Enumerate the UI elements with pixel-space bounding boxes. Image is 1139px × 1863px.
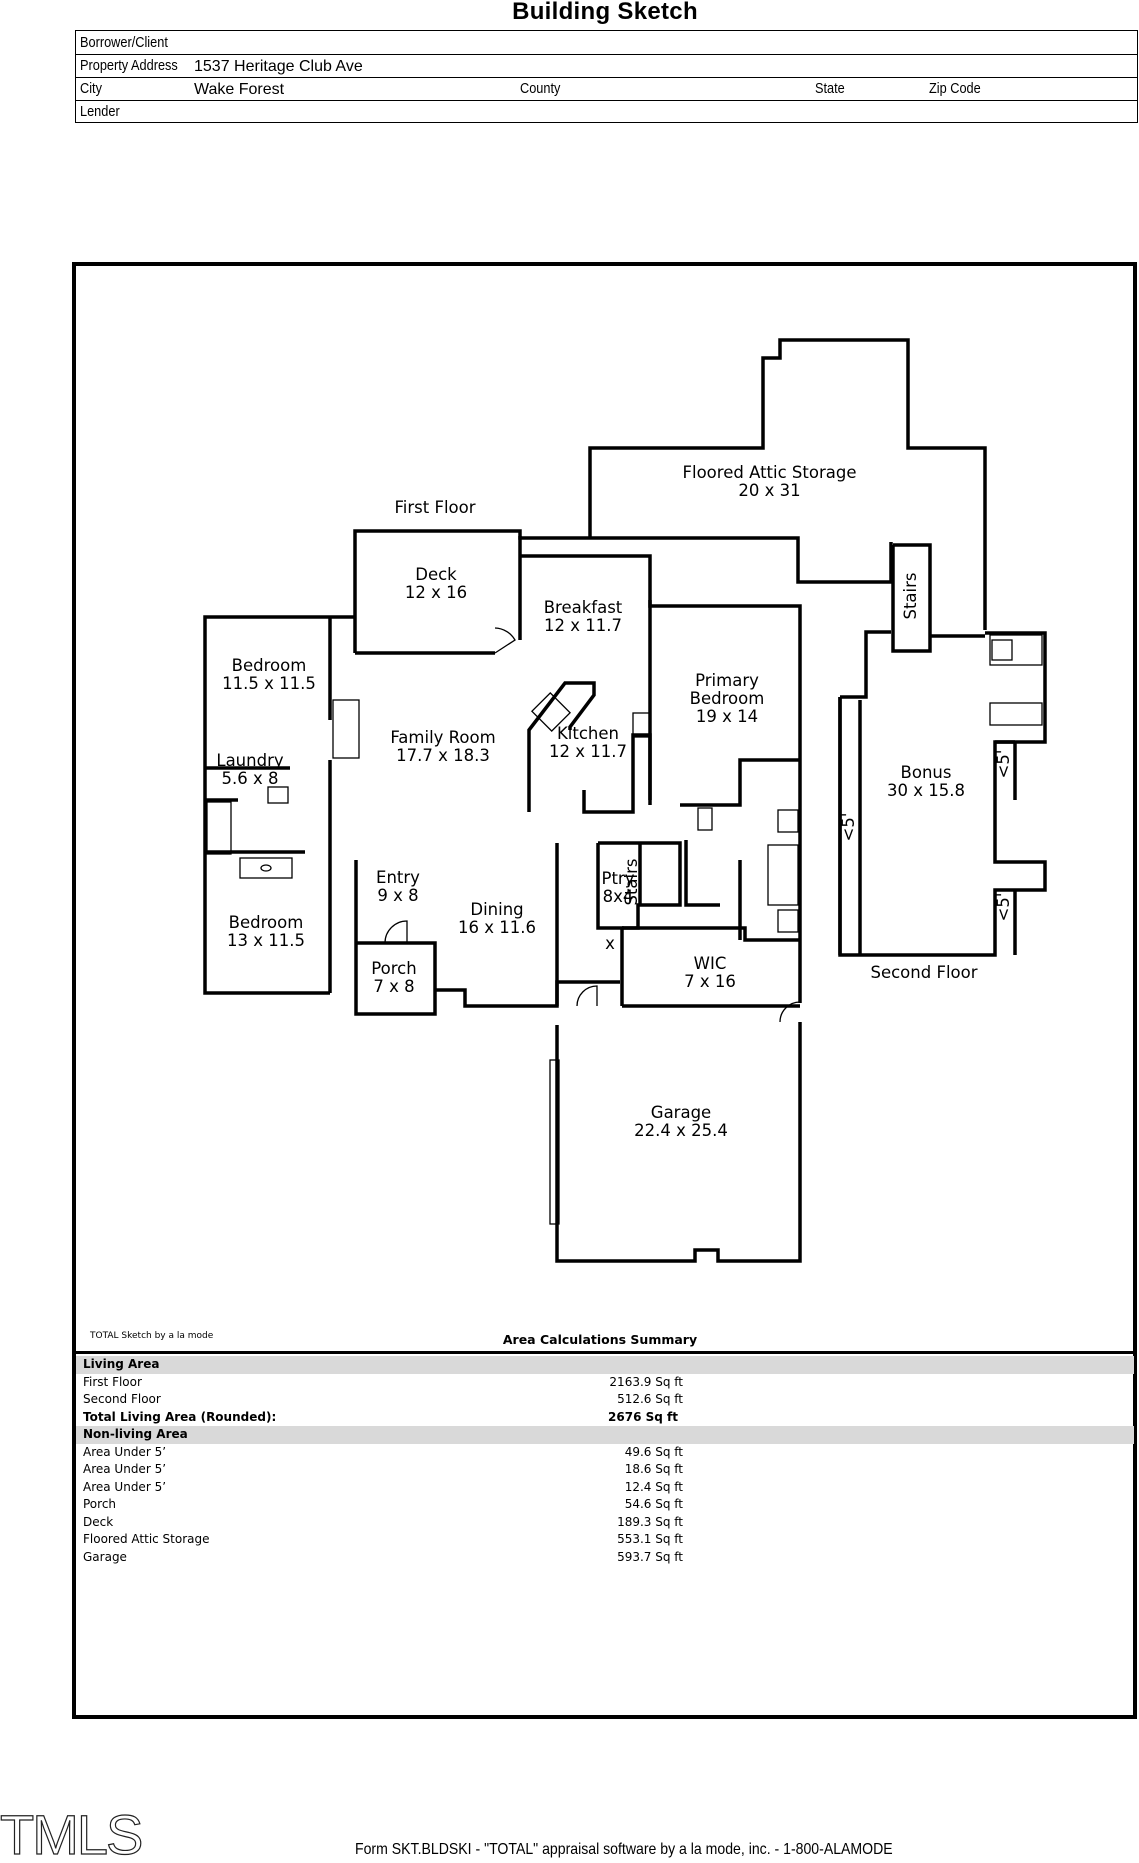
address-value: 1537 Heritage Club Ave xyxy=(194,58,363,75)
porch-door xyxy=(384,920,408,944)
attic-lower-edge xyxy=(518,536,590,540)
pantry-x-label: x xyxy=(605,934,615,953)
primary-bath-inner xyxy=(684,840,720,907)
city-value: Wake Forest xyxy=(194,81,285,98)
under5-label-right-bottom: <5' xyxy=(994,892,1013,922)
calc-divider xyxy=(76,1351,1134,1354)
county-label: County xyxy=(520,80,561,97)
upper-bath xyxy=(989,634,1043,666)
stairs-upper xyxy=(891,543,932,653)
attic-right-step xyxy=(590,536,893,584)
calc-row-under5-c: Area Under 5’12.4 Sq ft xyxy=(83,1479,683,1494)
fireplace xyxy=(332,699,360,759)
left-bath-tub xyxy=(206,801,232,855)
calc-row-under5-b: Area Under 5’18.6 Sq ft xyxy=(83,1462,683,1476)
bonus-top-wall xyxy=(840,630,891,699)
state-label: State xyxy=(815,80,845,97)
stairs-label-second: Stairs xyxy=(901,572,920,620)
primary-toilet xyxy=(697,807,713,831)
kitchen-stove xyxy=(530,691,572,733)
second-floor-outline xyxy=(838,631,1047,957)
porch-outline xyxy=(354,941,437,1016)
garage-outline xyxy=(555,1022,802,1263)
property-header-table: Borrower/Client Property Address 1537 He… xyxy=(75,30,1138,123)
page-title: Building Sketch xyxy=(512,0,698,25)
garage-side-door xyxy=(779,1001,801,1023)
lender-row: Lender xyxy=(76,100,1137,123)
city-label: City xyxy=(80,80,102,97)
city-row: City Wake Forest County State Zip Code xyxy=(76,77,1137,101)
primary-sink-2 xyxy=(777,909,799,933)
form-footer: Form SKT.BLDSKI - "TOTAL" appraisal soft… xyxy=(355,1841,893,1858)
front-wall xyxy=(435,980,620,1008)
borrower-row: Borrower/Client xyxy=(76,31,1137,55)
borrower-label: Borrower/Client xyxy=(80,34,168,51)
garage-entry-door xyxy=(576,985,598,1007)
wic-wall xyxy=(622,926,800,942)
primary-bath-wall xyxy=(680,758,800,807)
deck-outline xyxy=(353,529,522,653)
kitchen-counter xyxy=(527,681,596,812)
sketch-frame xyxy=(72,262,1137,1719)
calc-row-under5-a: Area Under 5’49.6 Sq ft xyxy=(83,1444,683,1459)
address-row: Property Address 1537 Heritage Club Ave xyxy=(76,54,1137,78)
zip-label: Zip Code xyxy=(929,80,981,97)
calc-row-non-living: Non-living Area xyxy=(76,1426,1134,1444)
left-wing-wall xyxy=(203,615,355,995)
under5-label-right-top: <5' xyxy=(994,749,1013,779)
calc-row-living-area: Living Area xyxy=(76,1356,1134,1374)
primary-sink-1 xyxy=(777,809,799,833)
calc-row-total-living: Total Living Area (Rounded):2676 Sq ft xyxy=(83,1409,678,1424)
garage-overhead-door xyxy=(549,1059,560,1225)
left-bath-sink xyxy=(239,857,293,879)
software-note: TOTAL Sketch by a la mode xyxy=(90,1331,214,1341)
first-floor-label: First Floor xyxy=(394,498,476,517)
upper-sink xyxy=(991,639,1013,661)
calc-title: Area Calculations Summary xyxy=(502,1332,698,1347)
mls-logo: TMLS xyxy=(0,1808,144,1858)
pantry-block xyxy=(596,843,624,1006)
under5-label-left: <5' xyxy=(839,812,858,842)
kitchen-cooktop xyxy=(632,712,651,738)
laundry-washer xyxy=(267,786,289,804)
upper-tub xyxy=(989,702,1043,726)
primary-tub xyxy=(767,844,799,906)
second-floor-label: Second Floor xyxy=(870,963,978,982)
svg-text:TMLS: TMLS xyxy=(0,1808,141,1858)
stairs-label-first: Stairs xyxy=(622,858,641,906)
address-label: Property Address xyxy=(80,57,178,74)
left-bath-sink-bowl xyxy=(260,864,272,872)
attic-outline xyxy=(588,338,987,630)
lender-label: Lender xyxy=(80,103,120,120)
deck-door xyxy=(494,627,516,654)
